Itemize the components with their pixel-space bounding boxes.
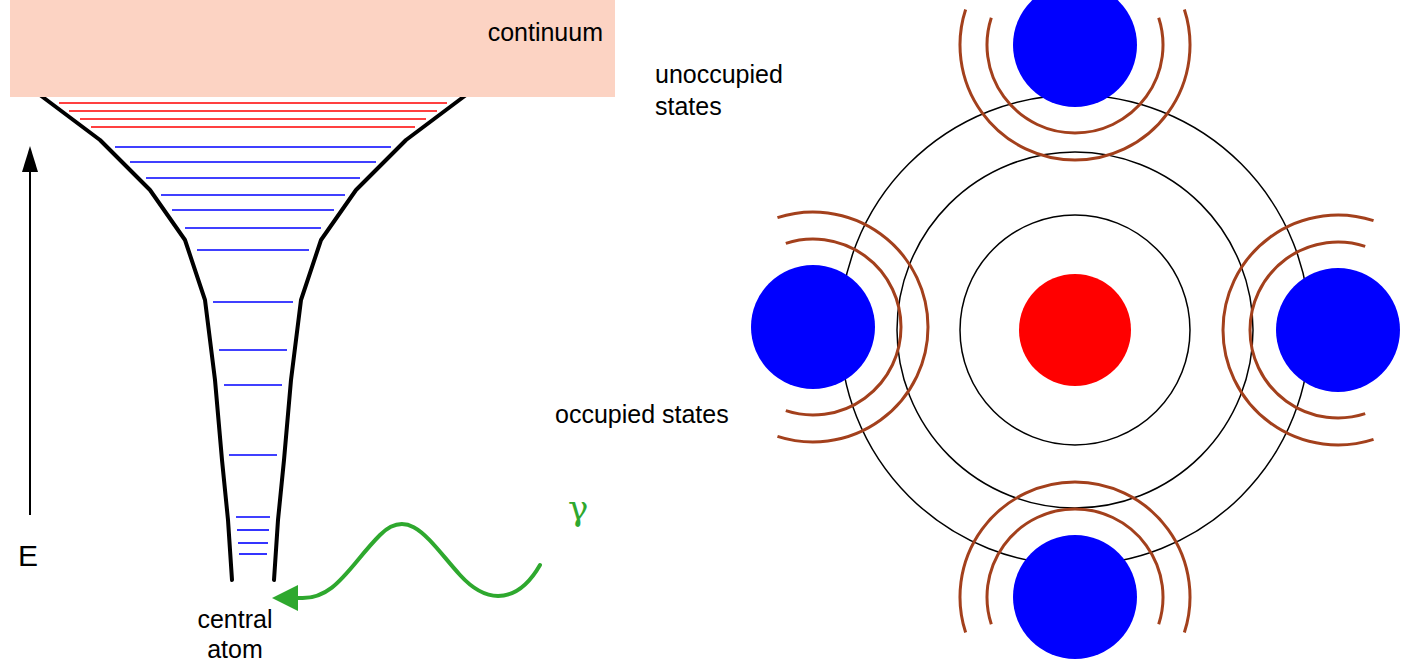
scattering-picture [751, 0, 1400, 659]
energy-level [219, 349, 287, 351]
energy-level [146, 177, 360, 179]
wave-arc [1223, 215, 1374, 445]
energy-level [172, 209, 334, 211]
photon-wave [292, 524, 540, 598]
energy-axis [29, 168, 31, 515]
energy-level [80, 118, 426, 120]
wave-circle [897, 152, 1253, 508]
energy-level [213, 301, 293, 303]
wave-arc [1250, 242, 1365, 418]
energy-level [115, 146, 391, 148]
well-wall [274, 95, 466, 580]
energy-level [130, 161, 376, 163]
neighbour-atom [1276, 268, 1400, 392]
energy-level [224, 384, 282, 386]
energy-level [161, 194, 345, 196]
scattered-waves [777, 9, 1373, 632]
well-wall [40, 95, 232, 580]
wave-arc [777, 212, 928, 442]
energy-level [185, 227, 321, 229]
energy-level [59, 102, 447, 104]
energy-level [239, 553, 267, 555]
energy-level [237, 529, 269, 531]
energy-level [69, 110, 437, 112]
neighbour-atom [1013, 0, 1137, 107]
neighbour-atom [751, 265, 875, 389]
wave-arc [786, 239, 901, 415]
wave-arc [960, 9, 1190, 160]
energy-level [197, 249, 309, 251]
energy-levels [59, 103, 447, 554]
energy-level [238, 542, 268, 544]
energy-level [91, 126, 415, 128]
neighbour-atom [1013, 535, 1137, 659]
band-label: continuum [488, 16, 603, 48]
arrow-head [272, 585, 298, 611]
wave-arc [960, 482, 1190, 633]
atom-label: central atom [180, 604, 290, 664]
central-atom [1019, 274, 1131, 386]
wave-circle [960, 215, 1190, 445]
energy-level [229, 454, 277, 456]
wave-arc [987, 18, 1163, 133]
wave-arc [987, 509, 1163, 624]
energy-level [236, 516, 270, 518]
wave-circle [840, 95, 1310, 565]
state-label: occupied states [555, 398, 795, 430]
state-label: unoccupied states [655, 58, 825, 122]
arrow-head [22, 146, 38, 172]
continuum-band: continuum [10, 0, 615, 97]
axis-label: E [18, 538, 58, 574]
photon-symbol: γ [568, 488, 608, 528]
